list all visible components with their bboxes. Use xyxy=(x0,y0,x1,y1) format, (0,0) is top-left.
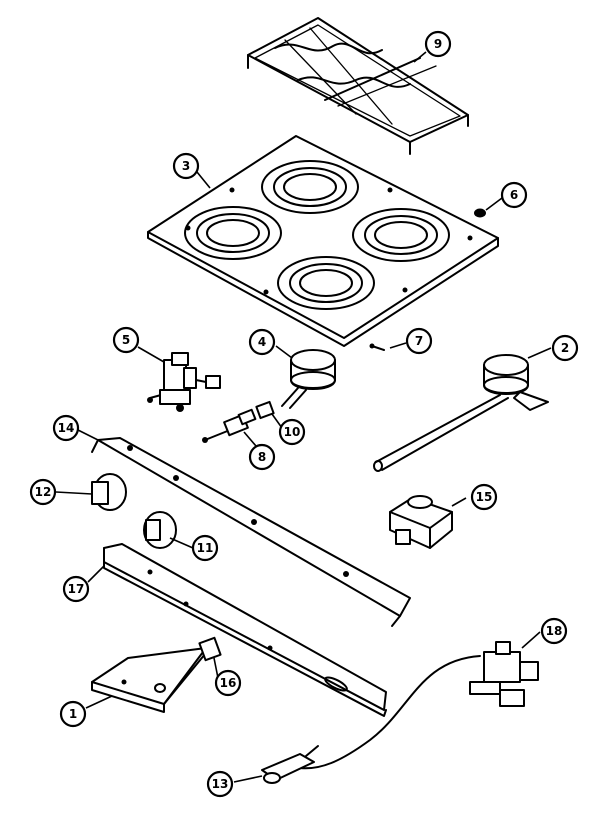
callout-10: 10 xyxy=(278,418,306,446)
callout-2: 2 xyxy=(551,334,579,362)
callout-9: 9 xyxy=(424,30,452,58)
igniter xyxy=(202,408,257,443)
manifold-panel xyxy=(103,543,387,717)
svg-text:4: 4 xyxy=(258,335,266,349)
callout-3: 3 xyxy=(172,152,200,180)
svg-text:15: 15 xyxy=(476,490,493,504)
valve-assembly xyxy=(147,352,221,412)
callout-5: 5 xyxy=(112,326,140,354)
callout-17: 17 xyxy=(62,575,90,603)
svg-text:6: 6 xyxy=(510,188,518,202)
knob-center xyxy=(143,511,177,549)
svg-text:11: 11 xyxy=(197,541,214,555)
callout-15: 15 xyxy=(470,483,498,511)
callout-11: 11 xyxy=(191,534,219,562)
svg-text:16: 16 xyxy=(220,676,237,690)
callout-12: 12 xyxy=(29,478,57,506)
svg-text:7: 7 xyxy=(415,334,423,348)
svg-text:18: 18 xyxy=(546,624,563,638)
spring-clip xyxy=(198,636,222,662)
thermocouple-bracket xyxy=(261,745,319,784)
svg-text:9: 9 xyxy=(434,37,442,51)
cooktop-panel xyxy=(147,135,499,347)
svg-text:17: 17 xyxy=(68,582,85,596)
hole-plug xyxy=(474,208,486,218)
burner-left xyxy=(281,349,336,409)
svg-text:1: 1 xyxy=(69,707,77,721)
burner-grate xyxy=(247,17,469,155)
svg-text:5: 5 xyxy=(122,333,130,347)
pressure-regulator xyxy=(389,495,453,549)
svg-text:14: 14 xyxy=(58,421,75,435)
callout-18: 18 xyxy=(540,617,568,645)
leader-lines xyxy=(55,51,552,783)
rear-bracket xyxy=(91,437,411,627)
valve-bracket xyxy=(91,647,211,713)
callout-14: 14 xyxy=(52,414,80,442)
callout-6: 6 xyxy=(500,181,528,209)
callout-8: 8 xyxy=(248,443,276,471)
callout-13: 13 xyxy=(206,770,234,798)
burner-right xyxy=(373,354,549,472)
orifice xyxy=(255,400,275,420)
svg-text:12: 12 xyxy=(35,485,52,499)
callout-1: 1 xyxy=(59,700,87,728)
svg-text:3: 3 xyxy=(182,159,190,173)
callout-7: 7 xyxy=(405,327,433,355)
screw xyxy=(369,343,385,351)
callout-16: 16 xyxy=(214,669,242,697)
svg-text:2: 2 xyxy=(561,341,569,355)
svg-text:13: 13 xyxy=(212,777,229,791)
knob-left xyxy=(91,473,127,511)
svg-text:10: 10 xyxy=(284,425,301,439)
callout-4: 4 xyxy=(248,328,276,356)
gas-valve-thermocouple xyxy=(299,641,542,770)
svg-text:8: 8 xyxy=(258,450,266,464)
